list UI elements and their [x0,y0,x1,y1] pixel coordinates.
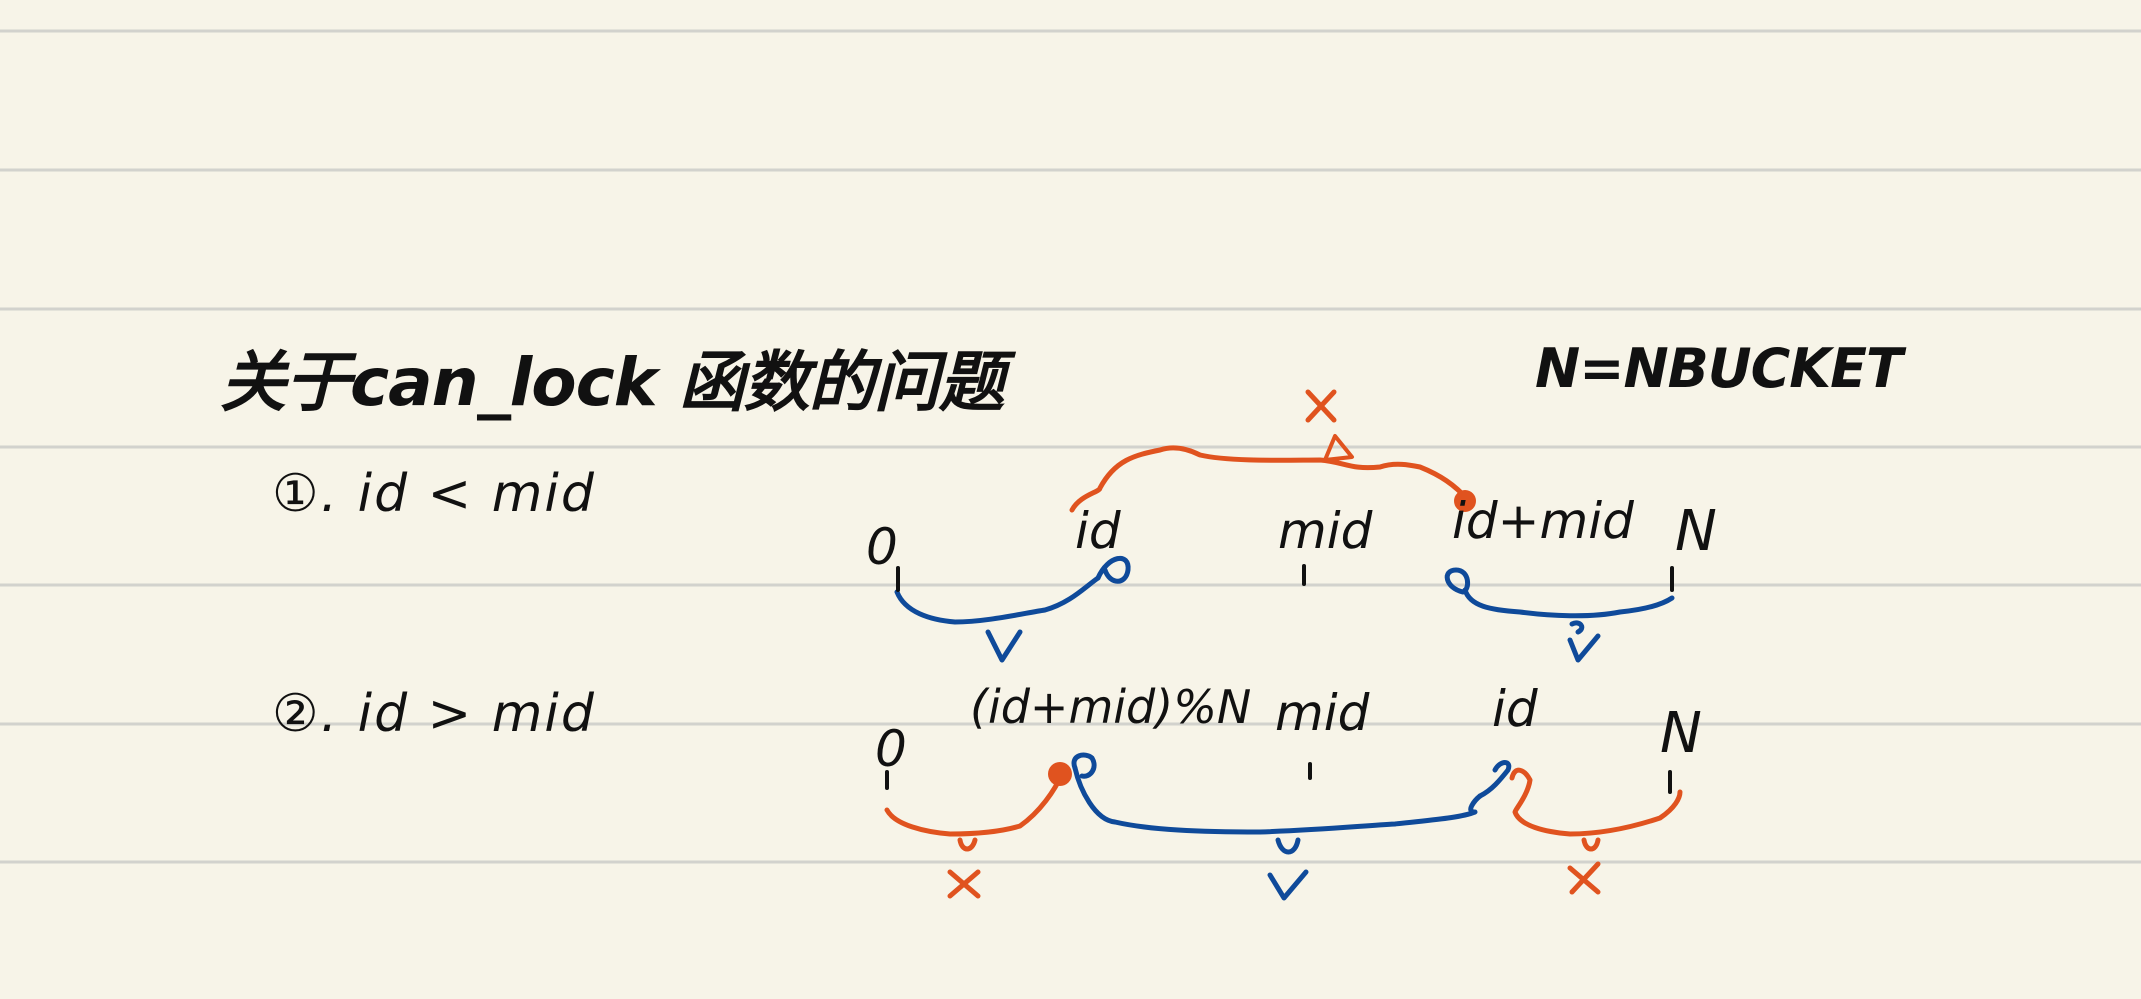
case2-right-x [1567,861,1601,895]
case1-arrow-head [1323,434,1354,462]
page-title: 关于can_lock 函数的问题 [220,344,1005,421]
case1-label-N: N [1675,499,1717,564]
case2-middle-brace [1072,765,1483,835]
case2-middle-check [1267,869,1309,901]
case2-right-brace [1509,767,1683,837]
case2-left-brace [884,771,1065,837]
case2-middle-brace-left-tip [1071,752,1097,779]
case2-left-brace-dot [1048,762,1072,786]
case1-right-check [1567,620,1601,663]
case1-label-id-plus-mid: id+mid [1452,492,1634,550]
case1-right-brace [1462,587,1675,619]
case2-condition: ②. id > mid [272,684,596,744]
case1-arc-end-dot [1454,490,1476,512]
case1-condition: ①. id < mid [272,464,596,524]
case2-middle-knot [1275,837,1301,855]
case2-left-x [947,869,981,899]
case2-right-knot [1581,837,1601,852]
case2-middle-brace-right-tip [1477,760,1512,799]
case1-right-brace-tip [1444,567,1471,595]
case2-label-mid: mid [1275,684,1370,742]
nbucket-note: N=NBUCKET [1535,337,1903,400]
case1-left-brace [894,575,1101,625]
case2-label-0: 0 [875,720,907,778]
case2-label-wrapped: (id+mid)%N [970,680,1252,734]
case1-label-0: 0 [866,518,898,576]
case2-label-N: N [1660,701,1702,766]
case1-label-id: id [1075,502,1121,560]
case1-orange-arc [1069,445,1471,513]
case1-left-brace-tip [1095,555,1131,584]
case1-left-check [985,629,1023,663]
case1-label-mid: mid [1278,502,1373,560]
case2-left-brace-knot [957,837,978,852]
case2-label-id: id [1492,680,1538,738]
case1-x-mark [1305,389,1337,423]
